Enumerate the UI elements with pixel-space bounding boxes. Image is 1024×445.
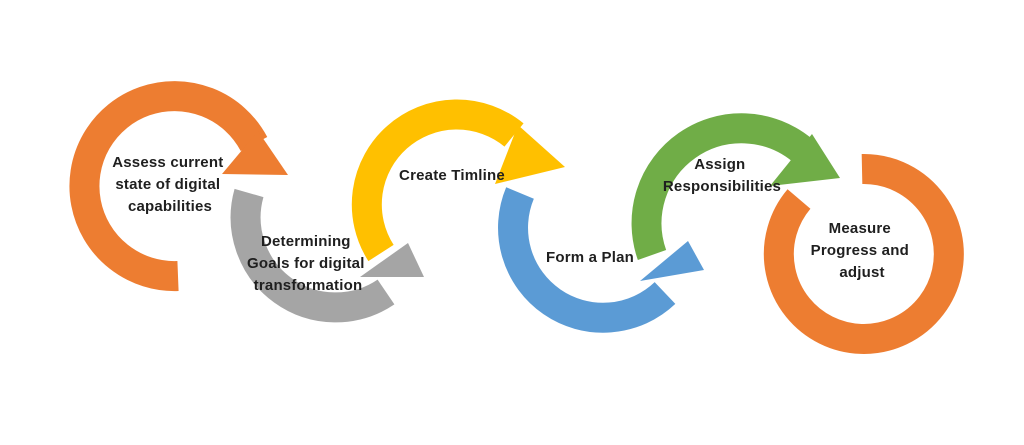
step-timeline-arc xyxy=(351,99,524,262)
step-goals-arc xyxy=(230,188,395,323)
step-measure-label-line-2: Progress and xyxy=(811,242,909,259)
step-goals-label: Determining Goals for digital transforma… xyxy=(247,233,369,294)
step-goals: Determining Goals for digital transforma… xyxy=(230,188,424,323)
step-timeline: Create Timline xyxy=(351,99,565,262)
step-measure-label-line-3: adjust xyxy=(839,264,884,281)
step-assign-label-line-1: Assign xyxy=(694,156,745,173)
step-assess-label-line-2: state of digital xyxy=(115,176,220,193)
step-goals-label-line-2: Goals for digital xyxy=(247,255,365,272)
step-plan-arc xyxy=(498,187,676,333)
step-assign-label: Assign Responsibilities xyxy=(663,156,781,195)
step-assess-arrowhead xyxy=(222,131,288,175)
step-plan-label-line-1: Form a Plan xyxy=(546,249,634,266)
step-measure-label-line-1: Measure xyxy=(829,220,891,237)
step-goals-label-line-3: transformation xyxy=(254,277,363,294)
step-timeline-arrowhead xyxy=(495,125,565,184)
step-timeline-label: Create Timline xyxy=(399,167,505,184)
step-assess-label-line-1: Assess current xyxy=(112,154,223,171)
step-assign-arrowhead xyxy=(770,134,840,186)
step-assess: Assess current state of digital capabili… xyxy=(69,81,288,292)
step-goals-arrowhead xyxy=(360,243,424,277)
step-plan-arrowhead xyxy=(640,241,704,281)
step-assign: Assign Responsibilities xyxy=(631,113,840,260)
step-assign-label-line-2: Responsibilities xyxy=(663,178,781,195)
step-timeline-label-line-1: Create Timline xyxy=(399,167,505,184)
step-measure-arc xyxy=(763,153,964,354)
step-plan-label: Form a Plan xyxy=(546,249,634,266)
step-assess-label-line-3: capabilities xyxy=(128,198,212,215)
step-measure: Measure Progress and adjust xyxy=(763,153,964,354)
step-plan: Form a Plan xyxy=(498,187,704,333)
step-assess-arc xyxy=(69,81,268,292)
step-goals-label-line-1: Determining xyxy=(261,233,351,250)
step-assign-arc xyxy=(631,113,812,260)
step-assess-label: Assess current state of digital capabili… xyxy=(112,154,228,215)
step-measure-label: Measure Progress and adjust xyxy=(811,220,914,281)
